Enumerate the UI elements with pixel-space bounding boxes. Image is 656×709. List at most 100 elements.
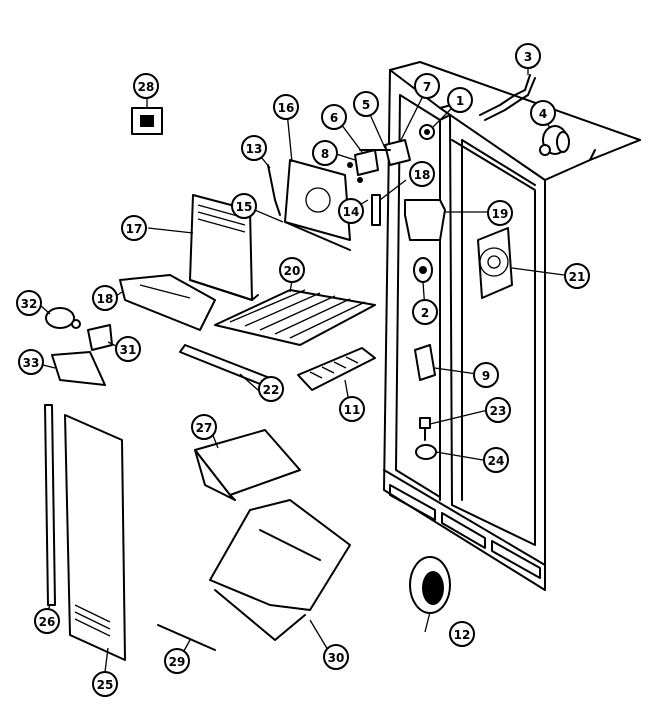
dispenser-switch-assembly	[347, 139, 411, 183]
callout-number: 3	[524, 50, 532, 64]
nut	[415, 444, 437, 460]
callout-number: 21	[569, 270, 586, 284]
callout-circle	[412, 299, 438, 325]
callout-24: 24	[483, 447, 509, 473]
callout-29: 29	[164, 648, 190, 674]
callout-number: 27	[196, 421, 213, 435]
callout-number: 17	[126, 222, 143, 236]
callout-circle	[515, 43, 541, 69]
callout-circle	[164, 648, 190, 674]
callout-13: 13	[241, 135, 267, 161]
callout-circle	[485, 397, 511, 423]
wire-harness	[267, 164, 281, 216]
callout-number: 14	[343, 205, 360, 219]
light-bulb	[45, 307, 75, 329]
lamp-socket	[87, 324, 113, 351]
switch	[131, 107, 163, 135]
callout-number: 16	[278, 101, 295, 115]
callout-17: 17	[121, 215, 147, 241]
callout-14: 14	[338, 198, 364, 224]
trim-strip	[44, 404, 56, 606]
callout-circle	[321, 104, 347, 130]
callout-1: 1	[447, 87, 473, 113]
callout-circle	[353, 91, 379, 117]
callout-circle	[449, 621, 475, 647]
callout-number: 29	[169, 655, 186, 669]
callout-11: 11	[339, 396, 365, 422]
callout-number: 24	[488, 454, 505, 468]
callout-9: 9	[473, 362, 499, 388]
callout-22: 22	[258, 376, 284, 402]
callout-circle	[473, 362, 499, 388]
callout-number: 20	[284, 264, 301, 278]
callout-number: 25	[97, 678, 114, 692]
callout-circle	[483, 447, 509, 473]
callout-21: 21	[564, 263, 590, 289]
fan-assembly	[477, 227, 513, 299]
callout-25: 25	[92, 671, 118, 697]
callout-30: 30	[323, 644, 349, 670]
callout-circle	[409, 161, 435, 187]
callout-circle	[530, 100, 556, 126]
callout-2: 2	[412, 299, 438, 325]
liner-panel	[64, 414, 126, 661]
callout-23: 23	[485, 397, 511, 423]
callout-number: 13	[246, 142, 263, 156]
callout-circle	[339, 396, 365, 422]
callout-8: 8	[312, 140, 338, 166]
callout-circle	[338, 198, 364, 224]
lamp-cover	[51, 351, 106, 386]
callout-circle	[92, 671, 118, 697]
wire-shelf	[214, 289, 376, 346]
callout-32: 32	[16, 290, 42, 316]
callout-3: 3	[515, 43, 541, 69]
callout-number: 12	[454, 628, 471, 642]
callout-circle	[191, 414, 217, 440]
callout-number: 18	[97, 292, 114, 306]
callout-number: 32	[21, 297, 38, 311]
callout-circle	[273, 94, 299, 120]
callout-19: 19	[487, 200, 513, 226]
bracket	[404, 199, 446, 241]
water-valve-fitting	[539, 125, 570, 156]
callout-number: 30	[328, 651, 345, 665]
callout-12: 12	[449, 621, 475, 647]
callout-18: 18	[92, 285, 118, 311]
ice-tray	[297, 347, 376, 391]
callout-number: 26	[39, 615, 56, 629]
callout-4: 4	[530, 100, 556, 126]
callout-circle	[447, 87, 473, 113]
callout-number: 22	[263, 383, 280, 397]
callout-number: 8	[321, 147, 329, 161]
callout-circle	[231, 193, 257, 219]
cabinet	[383, 61, 641, 591]
callout-18: 18	[409, 161, 435, 187]
callout-number: 19	[492, 207, 509, 221]
callout-number: 4	[539, 107, 547, 121]
callout-number: 23	[490, 404, 507, 418]
callout-16: 16	[273, 94, 299, 120]
callout-circle	[312, 140, 338, 166]
callout-circle	[133, 73, 159, 99]
callout-circle	[34, 608, 60, 634]
screw	[419, 417, 431, 429]
callout-number: 6	[330, 111, 338, 125]
callout-number: 31	[120, 343, 137, 357]
callout-number: 33	[23, 356, 40, 370]
callout-circle	[258, 376, 284, 402]
callout-20: 20	[279, 257, 305, 283]
callout-circle	[92, 285, 118, 311]
callout-number: 18	[414, 168, 431, 182]
callout-33: 33	[18, 349, 44, 375]
callout-5: 5	[353, 91, 379, 117]
callout-number: 2	[421, 306, 429, 320]
callout-28: 28	[133, 73, 159, 99]
evaporator-cover	[284, 159, 351, 241]
callout-number: 9	[482, 369, 490, 383]
callout-26: 26	[34, 608, 60, 634]
callout-number: 15	[236, 200, 253, 214]
rear-panel	[189, 194, 259, 301]
ice-tray-mount	[119, 274, 216, 331]
callout-number: 11	[344, 403, 361, 417]
callout-number: 1	[456, 94, 464, 108]
